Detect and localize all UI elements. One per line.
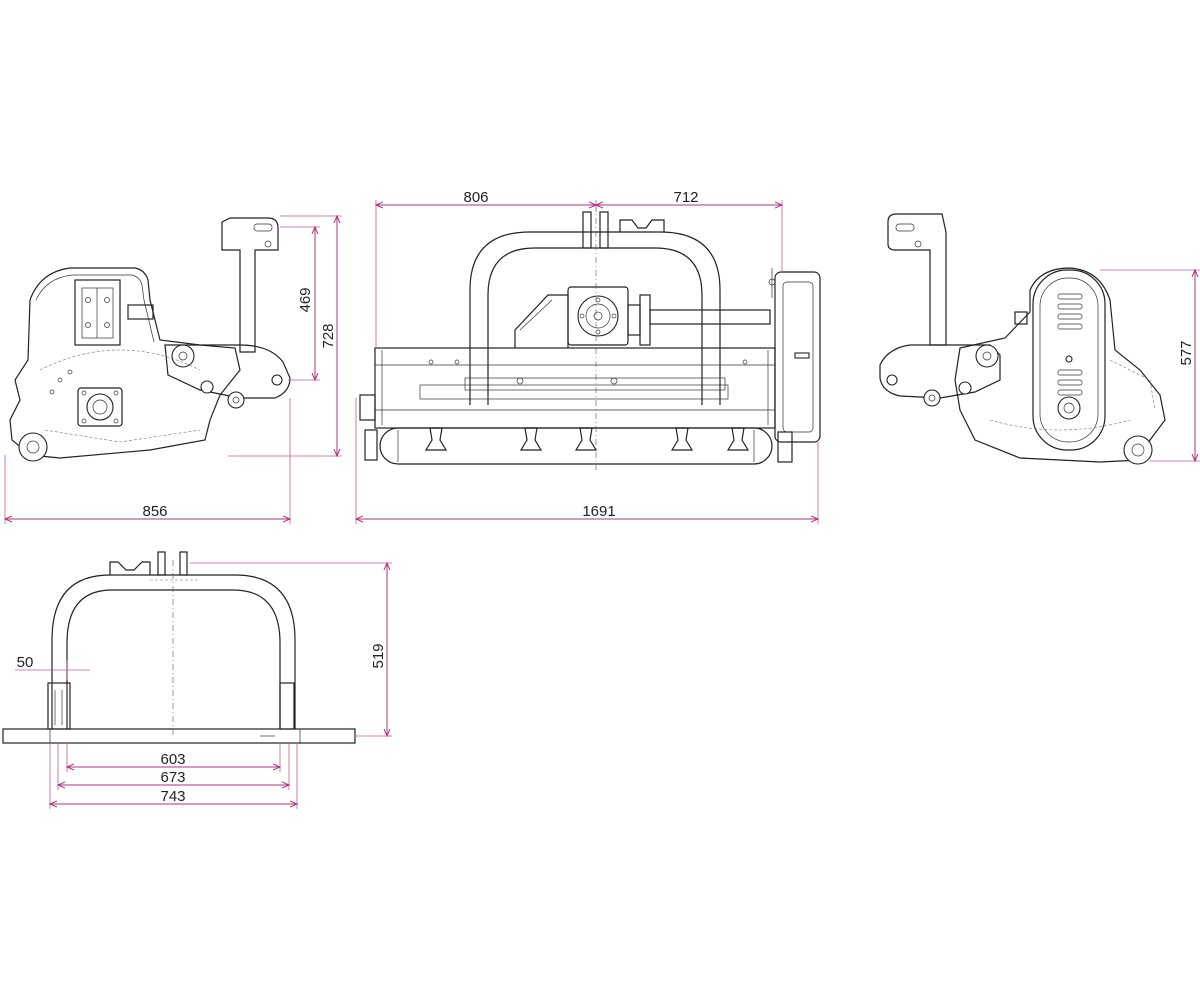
dim-overall-width-label: 1691 xyxy=(582,503,615,520)
dim-mid-width-label: 673 xyxy=(160,769,185,786)
dim-overall-length-label: 856 xyxy=(142,503,167,520)
dim-height-label: 519 xyxy=(370,643,387,668)
dim-right-offset-label: 712 xyxy=(673,189,698,206)
dim-pin-offset-label: 50 xyxy=(17,654,34,671)
dim-inner-width-label: 603 xyxy=(160,751,185,768)
front-view: 806 712 1691 xyxy=(356,189,821,524)
right-side-view: 577 xyxy=(879,213,1200,465)
dim-housing-height-label: 577 xyxy=(1178,340,1195,365)
dim-left-offset-label: 806 xyxy=(463,189,488,206)
dim-outer-width-label: 743 xyxy=(160,788,185,805)
dim-hitch-height-label: 469 xyxy=(297,287,314,312)
left-side-view: 856 469 728 xyxy=(5,216,342,524)
top-hitch-view: 50 519 603 673 743 xyxy=(2,551,392,809)
dim-overall-height-label: 728 xyxy=(320,323,337,348)
